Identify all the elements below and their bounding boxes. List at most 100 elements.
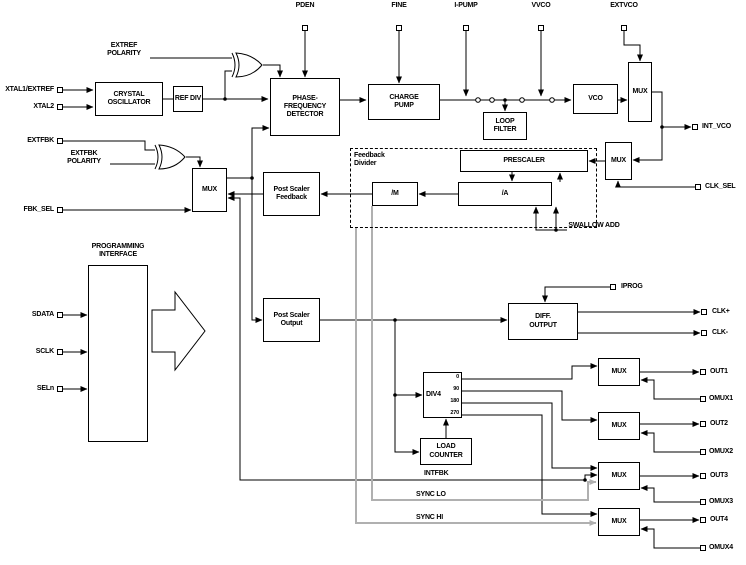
pin-label-xtal1-extref: XTAL1/EXTREF [5,86,54,93]
pin-label-omux1: OMUX1 [709,395,733,402]
sync-hi-wire-label: SYNC HI [416,514,443,521]
divider-a-block: /A [458,182,552,206]
pin-label-out1: OUT1 [710,368,728,375]
sync-hi-wire [355,228,597,526]
mux-vco-select-block: MUX [628,62,652,122]
pfd-label: PHASE-FREQUENCY DETECTOR [283,94,327,119]
pin-out3 [700,473,706,479]
pin-clk-sel [695,184,701,190]
wire-node-circles [475,97,555,103]
pin-iprog [610,284,616,290]
pin-label-sdata: SDATA [31,311,54,318]
extref-polarity-label: EXTREF POLARITY [107,42,141,58]
pin-extfbk [57,138,63,144]
ref-div-block: REF DIV [173,86,203,112]
mux-out3-block: MUX [598,462,640,490]
div4-label: DIV4 [426,390,441,398]
pin-fine [396,25,402,31]
post-scaler-output-block: Post Scaler Output [263,298,320,342]
pin-ipump [463,25,469,31]
pin-label-clk-minus: CLK- [712,329,728,336]
div4-phase-90: 90 [453,385,459,392]
xor-gate-extfbk-polarity-icon [154,144,186,170]
div4-phase-0: 0 [456,374,459,380]
div4-phase-180: 180 [450,397,459,404]
pin-out4 [700,517,706,523]
pin-label-omux3: OMUX3 [709,498,733,505]
phase-frequency-detector-block: PHASE-FREQUENCY DETECTOR [270,78,340,136]
pin-label-omux2: OMUX2 [709,448,733,455]
programming-flow-arrow-icon [151,290,206,372]
pin-sclk [57,349,63,355]
pin-omux2 [700,449,706,455]
pin-label-out2: OUT2 [710,420,728,427]
mux-out2-block: MUX [598,412,640,440]
pin-extvco [621,25,627,31]
div4-block: DIV4 0 90 180 270 [423,372,462,418]
extfbk-polarity-label: EXTFBK POLARITY [67,150,101,166]
prescaler-block: PRESCALER [460,150,588,172]
pin-label-iprog: IPROG [621,283,643,290]
post-scaler-feedback-label: Post Scaler Feedback [273,185,310,201]
sync-lo-wire [371,206,597,501]
pin-label-xtal2: XTAL2 [33,103,54,110]
pin-omux4 [700,545,706,551]
pin-vvco [538,25,544,31]
xor-gate-extref-polarity-icon [231,52,263,78]
pin-sdata [57,312,63,318]
load-counter-block: LOAD COUNTER [420,438,472,465]
vco-block: VCO [573,84,618,114]
divider-m-block: /M [372,182,418,206]
feedback-divider-label: Feedback Divider [354,152,385,168]
charge-pump-label: CHARGE PUMP [389,93,419,109]
pin-label-out4: OUT4 [710,516,728,523]
pin-seln [57,386,63,392]
pin-label-sclk: SCLK [35,348,54,355]
programming-interface-label: PROGRAMMING INTERFACE [91,243,145,259]
crystal-oscillator-block: CRYSTAL OSCILLATOR [95,82,163,116]
pin-label-clk-sel: CLK_SEL [705,183,736,190]
pin-label-vvco: VVCO [531,2,551,9]
pin-xtal2 [57,104,63,110]
pin-label-pden: PDEN [295,2,315,9]
diff-output-block: DIFF. OUTPUT [508,303,578,340]
pin-clk-minus [701,330,707,336]
pin-label-int-vco: INT_VCO [702,123,731,130]
programming-interface-block [88,265,148,442]
pin-label-ipump: I-PUMP [454,2,478,9]
swallow-add-label: SWALLOW ADD [568,222,620,229]
pin-label-out3: OUT3 [710,472,728,479]
pin-label-clk-plus: CLK+ [712,308,730,315]
pin-clk-plus [701,309,707,315]
loop-filter-label: LOOP FILTER [493,117,517,133]
pin-label-fine: FINE [391,2,407,9]
pin-label-extfbk: EXTFBK [27,137,54,144]
pin-out1 [700,369,706,375]
load-counter-label: LOAD COUNTER [429,443,463,459]
mux-out4-block: MUX [598,508,640,536]
pin-label-extvco: EXTVCO [610,2,638,9]
pin-pden [302,25,308,31]
pin-xtal1-extref [57,87,63,93]
feedback-divider-box [350,148,597,228]
mux-clk-select-block: MUX [605,142,632,180]
pin-int-vco [692,124,698,130]
pin-out2 [700,421,706,427]
pin-omux1 [700,396,706,402]
post-scaler-output-label: Post Scaler Output [273,311,310,327]
mux-out1-block: MUX [598,358,640,386]
signal-wires [63,31,701,549]
diff-output-label: DIFF. OUTPUT [529,313,557,329]
div4-phase-labels: 0 90 180 270 [450,373,459,417]
charge-pump-block: CHARGE PUMP [368,84,440,120]
pin-fbk-sel [57,207,63,213]
sync-lo-wire-label: SYNC LO [416,491,446,498]
post-scaler-feedback-block: Post Scaler Feedback [263,172,320,216]
mux-feedback-source-block: MUX [192,168,227,212]
pin-label-fbk-sel: FBK_SEL [23,206,55,213]
pin-omux3 [700,499,706,505]
loop-filter-block: LOOP FILTER [483,112,527,140]
junction-dots [223,97,664,482]
